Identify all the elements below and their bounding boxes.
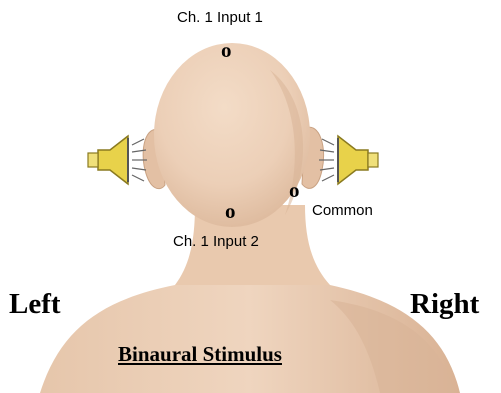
electrode-common: o [289,180,300,201]
left-speaker-icon [88,136,147,184]
label-ch1-input2: Ch. 1 Input 2 [173,233,259,250]
diagram-title: Binaural Stimulus [118,342,282,367]
right-speaker-icon [319,136,378,184]
label-ch1-input1: Ch. 1 Input 1 [177,9,263,26]
electrode-input1: o [221,40,232,61]
electrode-input2: o [225,201,236,222]
label-common: Common [312,202,373,219]
label-left: Left [9,288,61,321]
label-right: Right [410,288,479,321]
